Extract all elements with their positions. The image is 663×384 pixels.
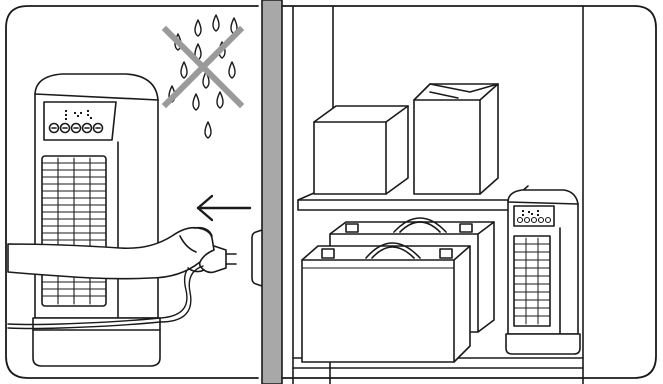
arm xyxy=(7,226,215,280)
cupboard-shelf xyxy=(297,199,513,211)
heater-button xyxy=(59,122,71,134)
heater-body xyxy=(34,73,159,319)
stored-heater-grille xyxy=(513,235,551,327)
control-panel xyxy=(43,101,117,141)
water-drops-icon xyxy=(168,14,238,139)
power-cord xyxy=(7,261,201,326)
prohibited-cross-icon xyxy=(161,25,245,109)
suitcase-handle xyxy=(365,242,421,259)
heater-button xyxy=(48,122,60,134)
suitcase-handle xyxy=(393,217,447,233)
heater-button xyxy=(81,122,93,134)
heater-base xyxy=(32,317,161,367)
stored-heater-panel xyxy=(513,205,555,227)
power-cord xyxy=(7,265,204,330)
suitcase xyxy=(301,242,471,363)
left-panel-frame xyxy=(5,5,259,379)
thumb xyxy=(179,235,197,253)
storage-box xyxy=(413,83,499,195)
storage-box xyxy=(313,105,409,195)
stored-heater-base xyxy=(505,333,581,355)
arrow-left-icon xyxy=(196,194,252,222)
heater-grille xyxy=(41,155,107,307)
right-panel-frame xyxy=(281,5,657,379)
stored-heater xyxy=(505,189,581,355)
heater-button xyxy=(92,122,104,134)
hand-unplugging xyxy=(7,226,215,280)
display-indicators xyxy=(65,110,92,120)
control-buttons xyxy=(48,122,104,134)
panel-divider xyxy=(261,0,283,384)
heater-button xyxy=(70,122,82,134)
wall-socket-icon xyxy=(251,229,263,287)
finger xyxy=(187,267,205,273)
right-panel xyxy=(281,5,657,384)
finger xyxy=(193,226,213,237)
heater-top-edge xyxy=(34,93,159,101)
left-panel xyxy=(5,5,263,379)
